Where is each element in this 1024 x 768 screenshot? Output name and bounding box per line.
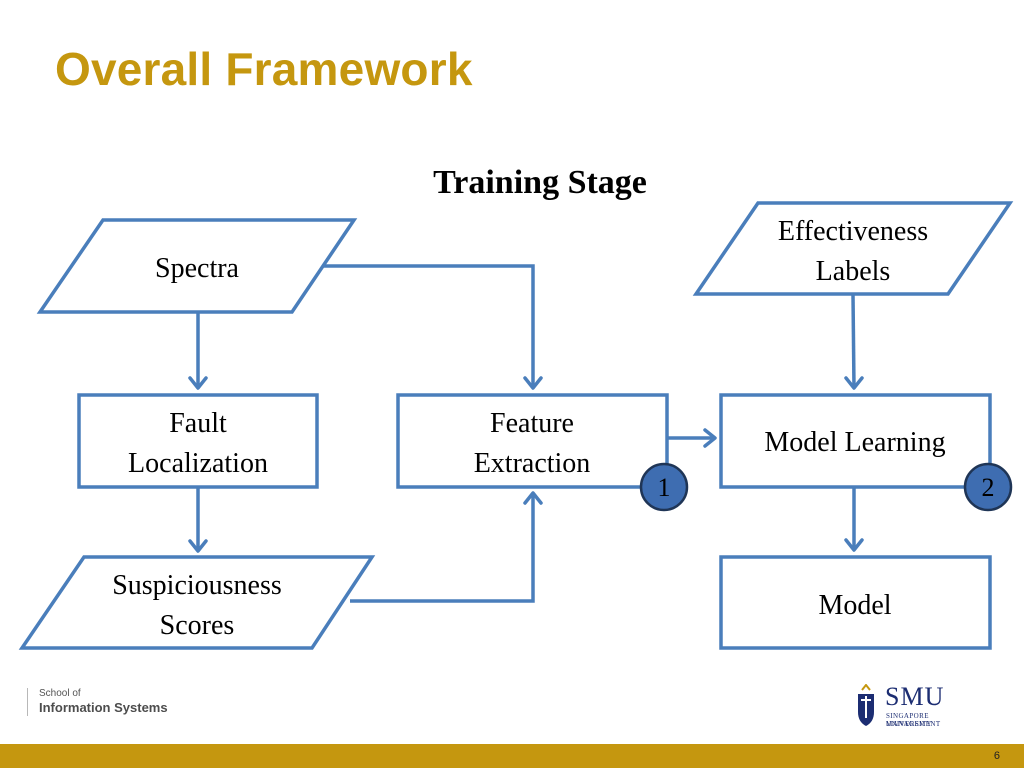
connector-scores-to-feature bbox=[350, 493, 535, 603]
effectiveness-labels-line2: Labels bbox=[816, 256, 891, 287]
badge-2-label: 2 bbox=[982, 473, 995, 502]
arrowhead-learning-top bbox=[844, 376, 864, 390]
model-node: Model bbox=[719, 555, 992, 650]
arrowhead-learning-left bbox=[703, 428, 717, 448]
stage-label: Training Stage bbox=[433, 164, 647, 201]
smu-logo: SMU SINGAPORE MANAGEMENT UNIVERSITY bbox=[852, 682, 982, 728]
effectiveness-labels-node: Effectiveness Labels bbox=[692, 201, 1014, 296]
school-line2: Information Systems bbox=[39, 700, 168, 715]
badge-1-label: 1 bbox=[658, 473, 671, 502]
feature-extraction-line1: Feature bbox=[490, 408, 574, 439]
model-learning-label: Model Learning bbox=[764, 427, 945, 458]
school-line1: School of bbox=[39, 688, 81, 699]
slide-title: Overall Framework bbox=[55, 43, 473, 95]
suspiciousness-scores-node: Suspiciousness Scores bbox=[18, 555, 376, 650]
smu-crest-icon bbox=[858, 684, 874, 726]
arrowhead-feature-top bbox=[523, 376, 543, 390]
arrowhead-model bbox=[844, 538, 864, 552]
badge-1: 1 bbox=[639, 462, 689, 512]
logo-sub2: UNIVERSITY bbox=[886, 720, 932, 728]
footer-bar: 6 bbox=[0, 744, 1024, 768]
suspiciousness-scores-line1: Suspiciousness bbox=[112, 570, 282, 601]
logo-name: SMU bbox=[885, 682, 945, 711]
fault-localization-node: Fault Localization bbox=[77, 393, 319, 489]
arrowhead-scores bbox=[188, 539, 208, 553]
spectra-node: Spectra bbox=[36, 218, 358, 314]
arrowhead-feature-bottom bbox=[523, 491, 543, 505]
connector-spectra-to-feature bbox=[322, 264, 535, 388]
effectiveness-labels-line1: Effectiveness bbox=[778, 216, 928, 247]
school-wordmark: School of Information Systems bbox=[27, 688, 168, 716]
page-number: 6 bbox=[993, 750, 1000, 762]
logo-sub1: SINGAPORE MANAGEMENT bbox=[886, 712, 941, 728]
connectors bbox=[188, 264, 864, 603]
suspiciousness-scores-line2: Scores bbox=[160, 610, 235, 641]
fault-localization-line1: Fault bbox=[169, 408, 227, 439]
arrowhead-fault bbox=[188, 376, 208, 390]
feature-extraction-line2: Extraction bbox=[474, 448, 591, 479]
fault-localization-line2: Localization bbox=[128, 448, 268, 479]
model-label: Model bbox=[818, 590, 891, 621]
feature-extraction-node: Feature Extraction bbox=[396, 393, 669, 489]
model-learning-node: Model Learning bbox=[719, 393, 992, 489]
connector-labels-to-learning bbox=[851, 294, 856, 389]
spectra-label: Spectra bbox=[155, 253, 240, 284]
badge-2: 2 bbox=[963, 462, 1013, 512]
